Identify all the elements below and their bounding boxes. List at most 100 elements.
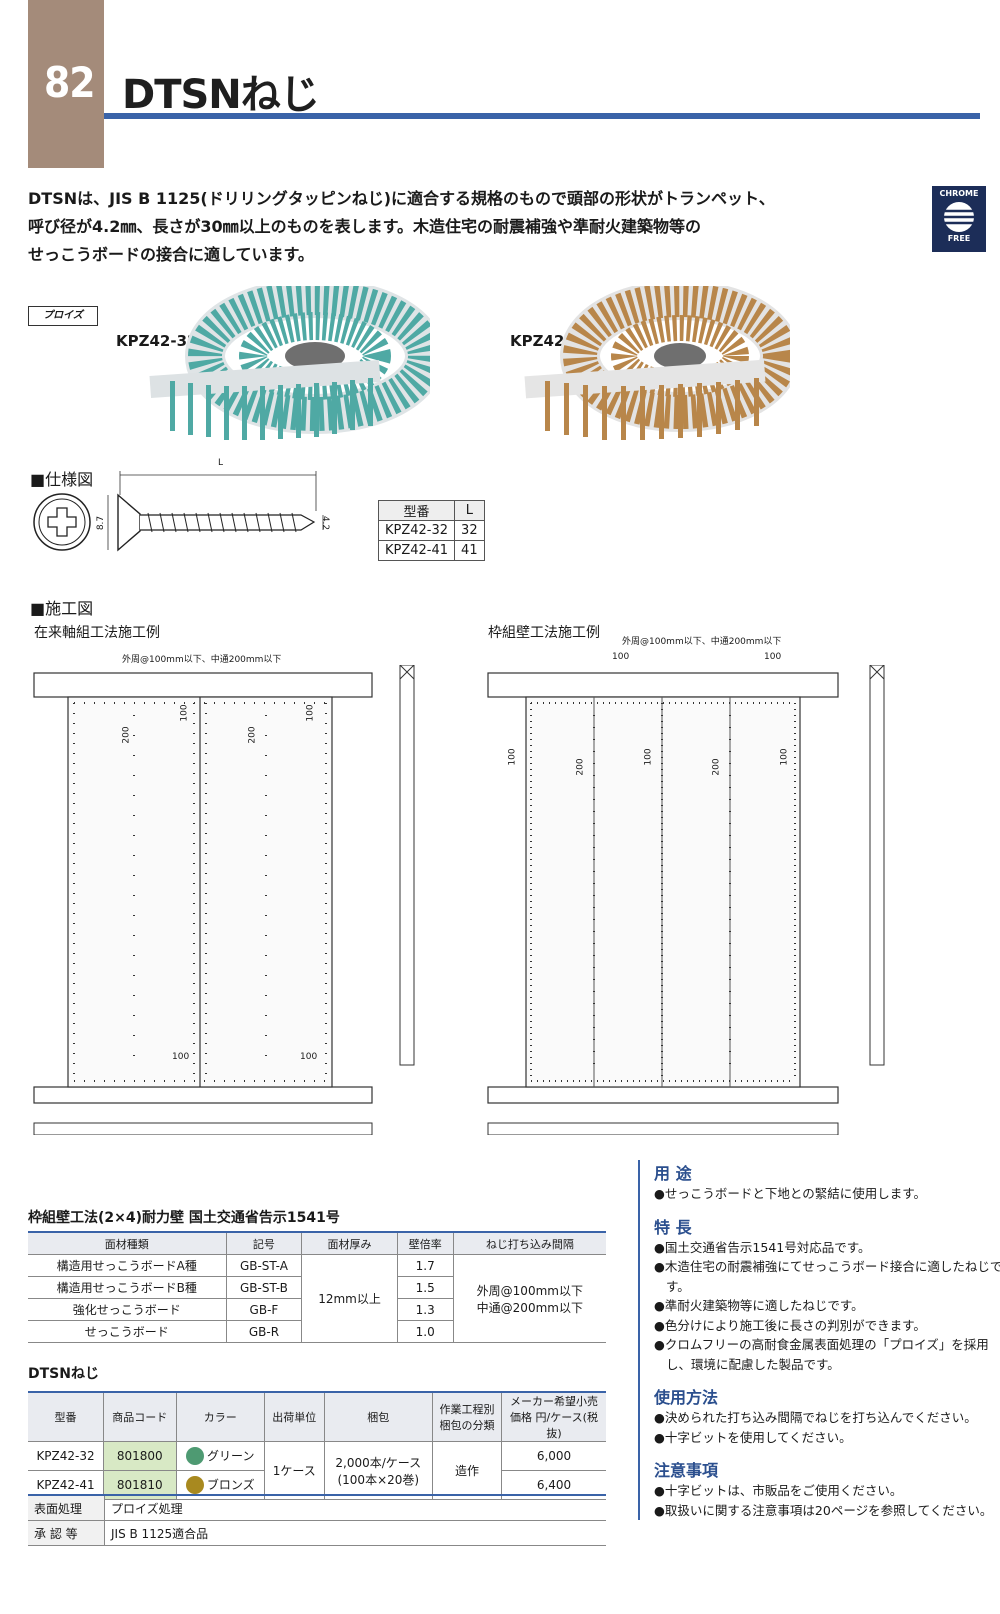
feature-item: ●準耐火建築物等に適したねじです。 <box>654 1298 864 1313</box>
table-c-label: 表面処理 <box>28 1495 105 1521</box>
dim-100-label: 100 <box>779 748 790 766</box>
dim-diameter-label: 4.2 <box>320 515 331 531</box>
right-caption: 枠組壁工法施工例 <box>488 625 600 641</box>
badge-bottom-text: FREE <box>947 234 971 243</box>
features-heading: 特 長 <box>654 1217 692 1237</box>
table-a-interval: 外周@100mm以下中通@200mm以下 <box>452 1254 606 1343</box>
table-b-header: カラー <box>175 1392 265 1442</box>
dim-100-label: 100 <box>172 1052 190 1062</box>
feature-item: ●クロムフリーの高耐食金属表面処理の「プロイズ」を採用し、環境に配慮した製品です… <box>654 1337 989 1372</box>
info-sidebar: 用 途 ●せっこうボードと下地との緊結に使用します。 特 長 ●国土交通省告示1… <box>638 1160 1000 1520</box>
page-number-box <box>28 0 104 168</box>
table-c-label: 承 認 等 <box>28 1520 105 1546</box>
table-b-price: 6,000 <box>501 1441 606 1471</box>
green-swatch <box>186 1447 205 1466</box>
feature-item: ●木造住宅の耐震補強にてせっこうボード接合に適したねじです。 <box>654 1259 1000 1294</box>
table-b-header: 商品コード <box>103 1392 176 1442</box>
spec-cell: 32 <box>454 520 485 541</box>
caution-item: ●取扱いに関する注意事項は20ページを参照してください。 <box>654 1502 993 1518</box>
feature-item: ●国土交通省告示1541号対応品です。 <box>654 1239 871 1255</box>
pack-line: (100本×20巻) <box>337 1472 420 1487</box>
table-b-title: DTSNねじ <box>28 1366 99 1382</box>
spec-heading: ■仕様図 <box>30 470 94 489</box>
table-a-cell: 強化せっこうボード <box>28 1298 226 1321</box>
table-b-model: KPZ42-32 <box>28 1441 104 1471</box>
table-a-cell: GB-ST-B <box>225 1276 302 1299</box>
table-b-header: 出荷単位 <box>264 1392 325 1442</box>
table-c-value: JIS B 1125適合品 <box>104 1520 606 1546</box>
interval-outer: 外周@100mm以下 <box>476 1283 583 1298</box>
table-b-header: メーカー希望小売価格 円/ケース(税抜) <box>501 1392 606 1442</box>
page-number: 82 <box>44 58 96 107</box>
table-a-cell: GB-R <box>225 1320 302 1343</box>
use-heading: 用 途 <box>654 1164 692 1183</box>
spec-cell: 41 <box>454 540 485 561</box>
pack-line: 2,000本/ケース <box>335 1455 422 1470</box>
spec-cell: KPZ42-32 <box>377 520 456 541</box>
usage-item: ●決められた打ち込み間隔でねじを打ち込んでください。 <box>654 1410 977 1425</box>
usage-item: ●十字ビットを使用してください。 <box>654 1429 852 1445</box>
table-b-header: 梱包 <box>323 1392 433 1442</box>
caution-item: ●十字ビットは、市販品をご使用ください。 <box>654 1483 903 1498</box>
dim-200-label: 200 <box>575 758 586 776</box>
product-table: 型番 商品コード カラー 出荷単位 梱包 作業工程別 梱包の分類 メーカー希望小… <box>28 1391 606 1500</box>
table-a-cell: 構造用せっこうボードA種 <box>28 1254 226 1277</box>
globe-icon <box>944 202 974 232</box>
use-item: ●せっこうボードと下地との緊結に使用します。 <box>654 1186 927 1201</box>
page-title: DTSNねじ <box>122 72 320 118</box>
intro-line: せっこうボードの接合に適しています。 <box>28 245 314 264</box>
dim-100-label: 100 <box>643 748 654 766</box>
table-a-header: 記号 <box>225 1232 302 1255</box>
table-a-cell: 1.0 <box>396 1320 454 1343</box>
table-a-cell: 1.7 <box>396 1254 454 1277</box>
brand-logo: プロイズ <box>28 306 98 326</box>
table-b-header: 型番 <box>28 1392 104 1442</box>
dim-200-label: 200 <box>711 758 722 776</box>
table-a-cell: せっこうボード <box>28 1320 226 1343</box>
badge-top-text: CHROME <box>939 189 979 198</box>
install-heading: ■施工図 <box>30 599 94 618</box>
table-a-header: 面材種類 <box>28 1232 226 1255</box>
table-a-header: 壁倍率 <box>396 1232 454 1255</box>
bronze-swatch <box>185 1476 204 1495</box>
conventional-wall-diagram <box>33 665 415 1135</box>
dim-100-label: 100 <box>507 748 518 766</box>
table-b-color: グリーン <box>175 1441 265 1471</box>
dim-100-label: 100 <box>612 652 630 662</box>
screw-head-drawing <box>33 493 91 551</box>
spec-header-model: 型番 <box>377 500 456 521</box>
table-a-cell: GB-ST-A <box>225 1254 302 1277</box>
intro-line: 呼び径が4.2㎜、長さが30㎜以上のものを表します。木造住宅の耐震補強や準耐火建… <box>28 217 702 236</box>
table-a-cell: GB-F <box>225 1298 302 1321</box>
frame-wall-diagram <box>487 665 885 1135</box>
spec-header-L: L <box>454 500 485 521</box>
dim-100-label: 100 <box>179 704 190 722</box>
dim-L-label: L <box>218 458 224 468</box>
table-b-code: 801800 <box>103 1441 176 1471</box>
color-name: ブロンズ <box>206 1477 255 1492</box>
dim-100-label: 100 <box>300 1052 318 1062</box>
screw-side-drawing <box>107 471 324 552</box>
intro-line: DTSNは、JIS B 1125(ドリリングタッピンねじ)に適合する規格のもので… <box>28 189 775 208</box>
table-b-pack: 2,000本/ケース (100本×20巻) <box>323 1441 433 1500</box>
dim-200-label: 200 <box>247 726 258 744</box>
table-a-thickness: 12mm以上 <box>301 1254 398 1343</box>
dim-100-label: 100 <box>305 704 316 722</box>
chrome-free-badge: CHROME FREE <box>932 186 986 252</box>
intro-text: DTSNは、JIS B 1125(ドリリングタッピンねじ)に適合する規格のもので… <box>28 185 848 269</box>
table-b-unit: 1ケース <box>264 1441 325 1500</box>
interval-inner: 中通@200mm以下 <box>476 1300 583 1315</box>
table-b-category: 造作 <box>432 1441 502 1500</box>
table-b-header: 作業工程別 梱包の分類 <box>432 1392 502 1442</box>
dim-100-label: 100 <box>764 652 782 662</box>
right-spacing-note: 外周@100mm以下、中通200mm以下 <box>622 637 782 647</box>
title-underline <box>104 113 980 119</box>
usage-heading: 使用方法 <box>654 1388 719 1407</box>
left-spacing-note: 外周@100mm以下、中通200mm以下 <box>122 655 282 665</box>
table-a-cell: 構造用せっこうボードB種 <box>28 1276 226 1299</box>
table-a-title: 枠組壁工法(2×4)耐力壁 国土交通省告示1541号 <box>28 1210 340 1226</box>
product-label-green: KPZ42-32 <box>116 332 198 350</box>
